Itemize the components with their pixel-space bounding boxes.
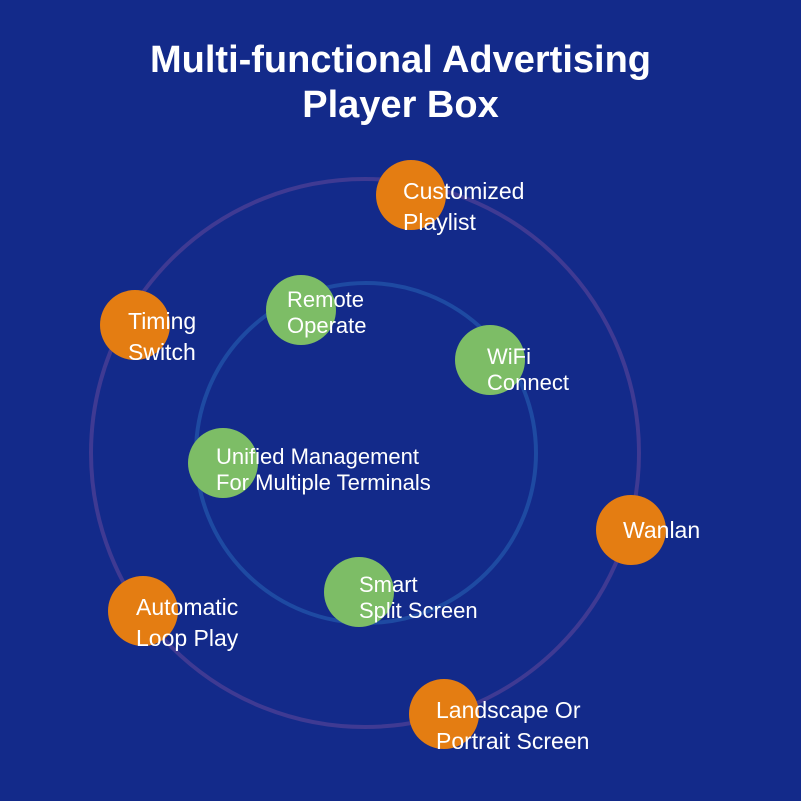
node-customized-playlist xyxy=(376,160,446,230)
node-remote-operate xyxy=(266,275,336,345)
label-unified-management: Unified Management For Multiple Terminal… xyxy=(216,444,431,495)
title-line-2: Player Box xyxy=(302,84,499,126)
node-unified-management xyxy=(188,428,258,498)
title-line-1: Multi-functional Advertising xyxy=(149,39,651,81)
label-wifi-connect: WiFi Connect xyxy=(487,344,569,395)
node-automatic-loop-play xyxy=(108,576,178,646)
label-smart-split-screen: Smart Split Screen xyxy=(359,572,478,623)
label-remote-operate: Remote Operate xyxy=(287,287,367,338)
node-landscape-portrait xyxy=(409,679,479,749)
label-customized-playlist: Customized Playlist xyxy=(403,178,525,235)
label-wanlan: Wanlan xyxy=(623,517,701,543)
diagram-title: Multi-functional Advertising Player Box xyxy=(0,38,801,128)
node-timing-switch xyxy=(100,290,170,360)
node-wifi-connect xyxy=(455,325,525,395)
outer-ring xyxy=(89,177,641,729)
label-landscape-portrait: Landscape Or Portrait Screen xyxy=(436,697,590,754)
label-automatic-loop-play: Automatic Loop Play xyxy=(136,594,239,651)
node-wanlan xyxy=(596,495,666,565)
label-timing-switch: Timing Switch xyxy=(128,308,197,365)
node-smart-split-screen xyxy=(324,557,394,627)
